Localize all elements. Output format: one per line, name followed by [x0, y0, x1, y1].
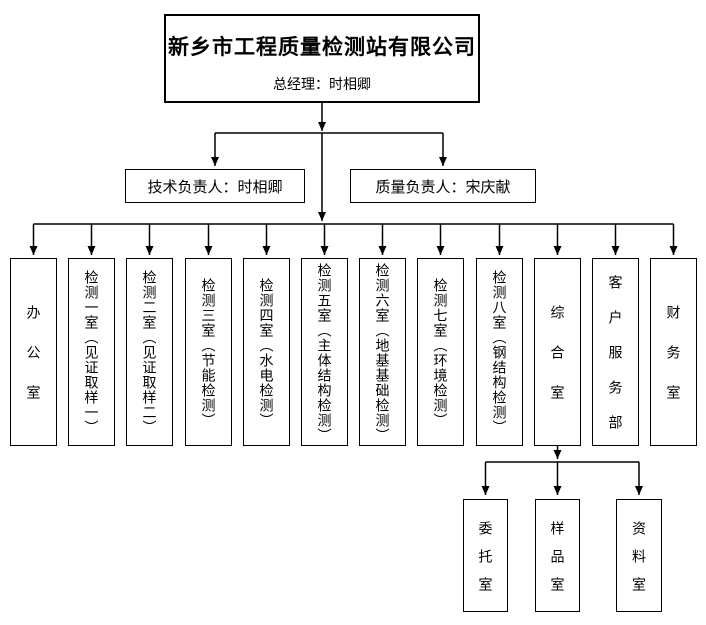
- company-box: 新乡市工程质量检测站有限公司 总经理：时相卿: [164, 14, 480, 103]
- dept-label: 综合室: [549, 305, 566, 425]
- dept-box-test-room-5: 检测五室（主体结构检测）: [301, 258, 348, 446]
- dept-box-test-room-3: 检测三室（节能检测）: [185, 258, 232, 446]
- dept-box-finance: 财务室: [650, 258, 697, 446]
- dept-box-test-room-1: 检测一室（见证取样一）: [68, 258, 115, 446]
- dept-box-general-office: 综合室: [534, 258, 581, 446]
- dept-box-test-room-2: 检测二室（见证取样二）: [126, 258, 173, 446]
- dept-label: 办公室: [25, 305, 42, 425]
- dept-box-test-room-7: 检测七室（环境检测）: [417, 258, 464, 446]
- dept-label: 检测一室（见证取样一）: [83, 270, 100, 435]
- company-name: 新乡市工程质量检测站有限公司: [168, 36, 476, 59]
- dept-label: 客户服务部: [607, 275, 624, 450]
- quality-leader-box: 质量负责人：宋庆献: [350, 169, 536, 203]
- sub-box-commission-room: 委托室: [463, 499, 508, 612]
- dept-box-test-room-4: 检测四室（水电检测）: [243, 258, 290, 446]
- sub-box-archive-room: 资料室: [616, 499, 662, 612]
- dept-label: 检测二室（见证取样二）: [141, 270, 158, 435]
- dept-label: 检测四室（水电检测）: [258, 277, 275, 428]
- technical-leader-box: 技术负责人：时相卿: [125, 169, 305, 203]
- sub-box-sample-room: 样品室: [535, 499, 580, 612]
- dept-label: 检测八室（钢结构检测）: [491, 270, 508, 435]
- sub-dept-label: 资料室: [631, 520, 647, 605]
- dept-box-test-room-8: 检测八室（钢结构检测）: [476, 258, 523, 446]
- sub-dept-label: 委托室: [477, 520, 494, 605]
- dept-box-customer-service: 客户服务部: [592, 258, 639, 450]
- dept-label: 检测五室（主体结构检测）: [316, 262, 333, 443]
- dept-label: 检测七室（环境检测）: [432, 277, 449, 428]
- dept-label: 检测三室（节能检测）: [200, 277, 217, 428]
- dept-box-office: 办公室: [10, 258, 57, 446]
- technical-leader-label: 技术负责人：时相卿: [147, 178, 283, 196]
- quality-leader-label: 质量负责人：宋庆献: [375, 178, 511, 196]
- sub-dept-label: 样品室: [549, 520, 566, 605]
- dept-label: 检测六室（地基基础检测）: [374, 262, 391, 443]
- dept-label: 财务室: [665, 305, 682, 425]
- general-manager-label: 总经理：时相卿: [273, 76, 371, 92]
- dept-box-test-room-6: 检测六室（地基基础检测）: [359, 258, 406, 446]
